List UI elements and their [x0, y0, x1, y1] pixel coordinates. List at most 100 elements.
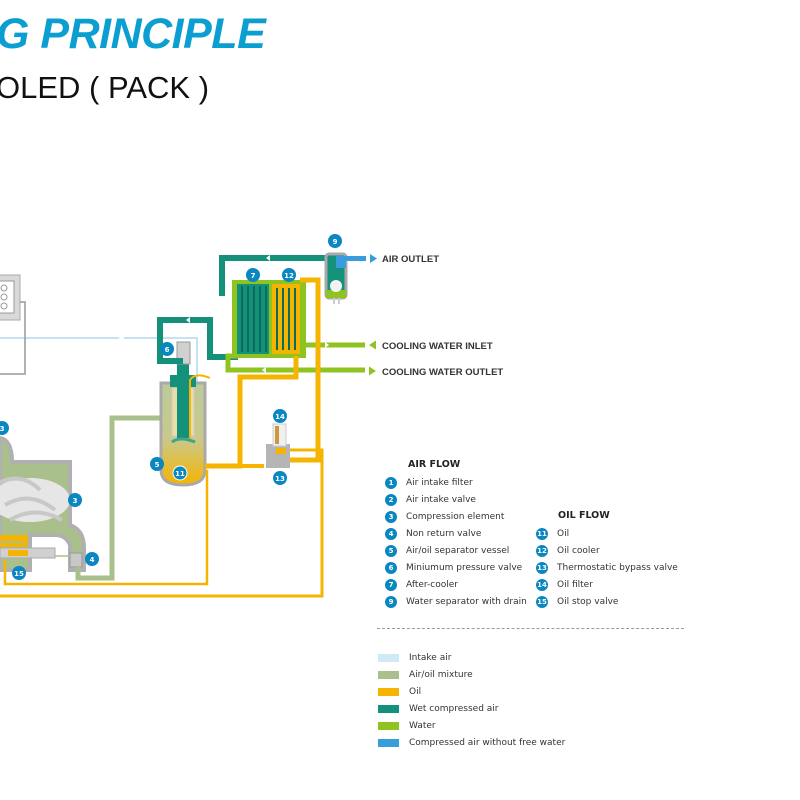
- color-swatch-icon: [378, 670, 399, 679]
- oil-filter: [272, 423, 287, 447]
- legend-item: 1 Air intake filter: [385, 474, 527, 491]
- legend-item-label: Oil filter: [557, 579, 593, 590]
- legend-item-label: Non return valve: [406, 528, 482, 539]
- svg-text:12: 12: [284, 272, 294, 280]
- thermostatic-bypass-valve: [266, 444, 290, 468]
- legend-item: 13 Thermostatic bypass valve: [536, 559, 678, 576]
- media-legend-label: Air/oil mixture: [409, 669, 473, 680]
- badge-13: 13: [273, 471, 287, 485]
- air-intake-filter: [0, 274, 26, 375]
- svg-text:9: 9: [333, 238, 338, 246]
- legend-item-label: Compression element: [406, 511, 505, 522]
- number-badge-icon: 12: [536, 544, 548, 557]
- legend-item: 11 Oil: [536, 525, 678, 542]
- number-badge-icon: 11: [536, 527, 548, 540]
- legend-item: 12 Oil cooler: [536, 542, 678, 559]
- legend-item-label: Air/oil separator vessel: [406, 545, 510, 556]
- legend-item: 2 Air intake valve: [385, 491, 527, 508]
- color-swatch-icon: [378, 721, 399, 730]
- svg-text:14: 14: [275, 413, 285, 421]
- color-swatch-icon: [378, 704, 399, 713]
- legend-item-label: Thermostatic bypass valve: [557, 562, 678, 573]
- media-legend-label: Wet compressed air: [409, 703, 499, 714]
- legend-item-label: Oil stop valve: [557, 596, 619, 607]
- badge-4: 4: [85, 552, 99, 566]
- media-legend-item: Oil: [378, 683, 565, 700]
- svg-text:6: 6: [165, 346, 170, 354]
- number-badge-icon: 4: [385, 527, 397, 540]
- number-badge-icon: 3: [385, 510, 397, 523]
- svg-text:5: 5: [155, 461, 160, 469]
- svg-text:7: 7: [251, 272, 256, 280]
- oil-flow-heading: OIL FLOW: [558, 510, 610, 521]
- after-cooler: [232, 280, 272, 358]
- non-return-valve: [55, 552, 83, 568]
- color-swatch-icon: [378, 653, 399, 662]
- legend-item-label: Oil cooler: [557, 545, 600, 556]
- water-separator: [324, 252, 348, 304]
- legend-item: 14 Oil filter: [536, 576, 678, 593]
- badge-7: 7: [246, 268, 260, 282]
- badge-11: 11: [172, 465, 188, 481]
- air-outlet-label: AIR OUTLET: [382, 254, 439, 265]
- badge-12: 12: [282, 268, 296, 282]
- badge-14: 14: [273, 409, 287, 423]
- legend-oil-flow: OIL FLOW 11 Oil 12 Oil cooler 13 Thermostatic…: [536, 510, 678, 610]
- legend-item-label: Miniumum pressure valve: [406, 562, 523, 573]
- badge-6: 6: [160, 342, 174, 356]
- number-badge-icon: 1: [385, 476, 397, 489]
- badge-9: 9: [328, 234, 342, 248]
- component-badges: 3 3 4 15 5 11 6 7 12 9 14 13: [0, 234, 342, 580]
- legend-item: 7 After-cooler: [385, 576, 527, 593]
- media-legend-item: Intake air: [378, 649, 565, 666]
- color-swatch-icon: [378, 738, 399, 747]
- badge-5: 5: [150, 457, 164, 471]
- legend-item: 4 Non return valve: [385, 525, 527, 542]
- badge-3: 3: [68, 493, 82, 507]
- legend-item: 5 Air/oil separator vessel: [385, 542, 527, 559]
- media-legend-item: Air/oil mixture: [378, 666, 565, 683]
- oil-cooler: [270, 280, 306, 358]
- number-badge-icon: 5: [385, 544, 397, 557]
- legend-item-label: Air intake valve: [406, 494, 476, 505]
- cooling-water-outlet-label: COOLING WATER OUTLET: [382, 367, 503, 378]
- legend-item-label: Water separator with drain: [406, 596, 527, 607]
- air-oil-line: [75, 415, 165, 581]
- air-oil-separator-vessel: [159, 341, 211, 487]
- badge-15: 15: [12, 566, 26, 580]
- svg-text:13: 13: [275, 475, 285, 483]
- legend-item-label: Air intake filter: [406, 477, 473, 488]
- legend-item-label: Oil: [557, 528, 570, 539]
- number-badge-icon: 7: [385, 578, 397, 591]
- svg-text:3: 3: [0, 425, 5, 433]
- air-outlet-arrow-icon: [370, 254, 377, 263]
- cooling-water-inlet-label: COOLING WATER INLET: [382, 341, 493, 352]
- media-legend-label: Compressed air without free water: [409, 737, 566, 748]
- svg-text:11: 11: [175, 470, 185, 478]
- svg-text:15: 15: [14, 570, 24, 578]
- legend-item-label: After-cooler: [406, 579, 458, 590]
- media-legend-item: Wet compressed air: [378, 700, 565, 717]
- svg-text:3: 3: [73, 497, 78, 505]
- compression-element: [0, 435, 86, 572]
- page-subtitle: OLED ( PACK ): [0, 70, 210, 105]
- media-legend-item: Water: [378, 717, 565, 734]
- number-badge-icon: 6: [385, 561, 397, 574]
- cooling-water-inlet-arrow-icon: [369, 340, 376, 350]
- media-legend-item: Compressed air without free water: [378, 734, 565, 751]
- dry-air-outlet-pipe: [344, 256, 366, 261]
- number-badge-icon: 9: [385, 595, 397, 608]
- media-legend-label: Oil: [409, 686, 422, 697]
- oil-lines: [0, 277, 324, 598]
- wet-air-lines: [157, 255, 330, 364]
- number-badge-icon: 13: [536, 561, 548, 574]
- page-title: G PRINCIPLE: [0, 10, 266, 58]
- media-legend-label: Water: [409, 720, 436, 731]
- legend-item: 9 Water separator with drain: [385, 593, 527, 610]
- number-badge-icon: 2: [385, 493, 397, 506]
- number-badge-icon: 14: [536, 578, 548, 591]
- media-legend-label: Intake air: [409, 652, 452, 663]
